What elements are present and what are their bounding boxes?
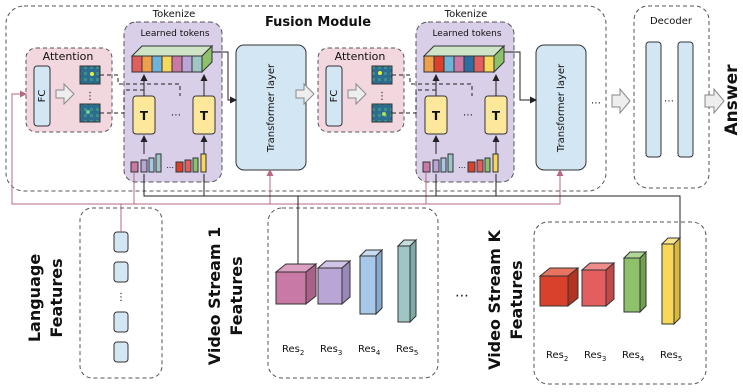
attention-map-2a bbox=[371, 65, 393, 85]
learned-tokens-1 bbox=[130, 44, 214, 74]
attention-map-1b bbox=[79, 103, 101, 123]
video-stream-k-label-1: Video Stream K bbox=[485, 230, 504, 370]
t-label-2b: T bbox=[492, 109, 501, 123]
video-stream-k-res-labels: Res2 Res3 Res4 Res5 bbox=[546, 350, 682, 363]
learned-tokens-label-2: Learned tokens bbox=[432, 29, 501, 39]
transformer-label-1: Transformer layer bbox=[266, 63, 277, 153]
attention-ellipsis-1: ⋮ bbox=[85, 91, 95, 102]
attention-label-2: Attention bbox=[335, 50, 386, 63]
attention-hotspot-1a bbox=[90, 72, 94, 76]
attention-label-1: Attention bbox=[43, 50, 94, 63]
decoder-label: Decoder bbox=[650, 16, 693, 27]
fc-box-1 bbox=[33, 65, 51, 127]
decoder-box bbox=[633, 5, 710, 189]
svg-text:Res3: Res3 bbox=[584, 350, 606, 363]
video-stream-1-label-1: Video Stream 1 bbox=[205, 227, 224, 366]
feature-cubes-2: ⋯ bbox=[422, 153, 499, 173]
token-to-transformer-1 bbox=[212, 51, 237, 104]
learned-tokens-label-1: Learned tokens bbox=[140, 29, 209, 39]
fusion-module-box bbox=[5, 5, 607, 192]
fusion-to-decoder-arrow bbox=[611, 87, 631, 115]
decoder-ellipsis: ⋯ bbox=[664, 96, 674, 107]
decoder-layer-2 bbox=[677, 41, 694, 158]
tokenize-arrows-1 bbox=[100, 74, 208, 154]
token-to-transformer-2 bbox=[504, 51, 537, 104]
answer-label: Answer bbox=[722, 64, 742, 136]
svg-text:Res5: Res5 bbox=[396, 344, 418, 357]
block-arrow-1 bbox=[295, 82, 315, 106]
tokenize-label-2: Tokenize bbox=[444, 9, 488, 20]
t-label-1a: T bbox=[140, 109, 149, 123]
video-stream-k-cubes bbox=[538, 236, 682, 326]
svg-text:⋮: ⋮ bbox=[116, 292, 126, 303]
stream-ellipsis: ⋯ bbox=[455, 288, 469, 304]
fc-label-2: FC bbox=[329, 90, 340, 103]
feature-cubes-1: ⋯ bbox=[130, 153, 207, 173]
fusion-ellipsis: ⋯ bbox=[591, 98, 601, 109]
svg-text:Res2: Res2 bbox=[282, 344, 304, 357]
attention-hotspot-1b bbox=[86, 110, 90, 114]
transformer-label-2: Transformer layer bbox=[556, 63, 567, 153]
svg-text:Res4: Res4 bbox=[358, 344, 381, 357]
language-tokens: ⋮ bbox=[113, 231, 129, 363]
video-links bbox=[143, 174, 681, 264]
fc-box-2 bbox=[325, 65, 343, 127]
svg-text:Res5: Res5 bbox=[660, 350, 682, 363]
svg-text:Res3: Res3 bbox=[320, 344, 342, 357]
tokenize-arrows-2 bbox=[392, 74, 500, 154]
language-features-label-2: Features bbox=[47, 258, 66, 337]
attention-arrow-1 bbox=[55, 82, 75, 106]
video-stream-1-box bbox=[267, 207, 439, 379]
svg-text:⋯: ⋯ bbox=[166, 163, 174, 172]
t-label-1b: T bbox=[200, 109, 209, 123]
t-label-2a: T bbox=[432, 109, 441, 123]
attention-hotspot-2b bbox=[382, 112, 386, 116]
video-stream-k-label-2: Features bbox=[507, 260, 526, 339]
attention-hotspot-2a bbox=[378, 71, 382, 75]
svg-text:Res2: Res2 bbox=[546, 350, 568, 363]
learned-tokens-2 bbox=[422, 44, 506, 74]
attention-map-1a bbox=[79, 65, 101, 85]
svg-text:Res4: Res4 bbox=[622, 350, 645, 363]
video-stream-1-res-labels: Res2 Res3 Res4 Res5 bbox=[282, 344, 418, 357]
fc-label-1: FC bbox=[37, 90, 48, 103]
t-ellipsis-2: ⋯ bbox=[463, 110, 473, 121]
svg-text:⋯: ⋯ bbox=[458, 163, 466, 172]
video-stream-k-box bbox=[533, 221, 707, 385]
attention-map-2b bbox=[371, 103, 393, 123]
decoder-layer-1 bbox=[645, 41, 662, 158]
language-links bbox=[11, 90, 564, 232]
video-stream-1-label-2: Features bbox=[227, 256, 246, 335]
video-stream-1-cubes bbox=[274, 238, 418, 324]
answer-arrow bbox=[704, 87, 725, 115]
language-features-label-1: Language bbox=[25, 254, 44, 342]
fusion-module-title: Fusion Module bbox=[265, 15, 371, 30]
attention-arrow-2 bbox=[347, 82, 367, 106]
attention-ellipsis-2: ⋮ bbox=[377, 91, 387, 102]
t-ellipsis-1: ⋯ bbox=[171, 110, 181, 121]
tokenize-label-1: Tokenize bbox=[152, 9, 196, 20]
